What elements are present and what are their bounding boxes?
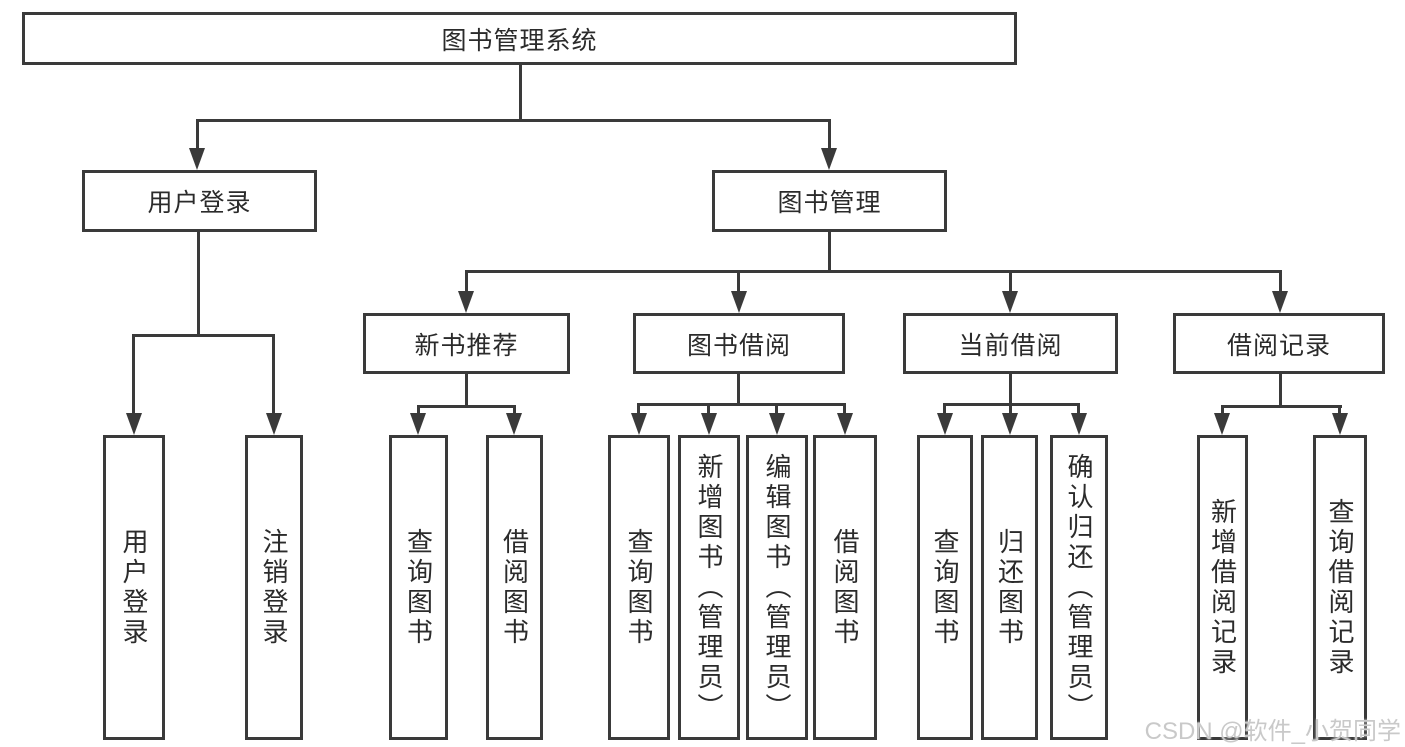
node-current-borrowing: 当前借阅 [903,313,1118,374]
leaf-confirm-return-admin: 确认归还（管理员） [1050,435,1108,740]
leaf-confirm-return-admin-label: 确认归还（管理员） [1064,452,1094,723]
connector-book-management-bus [465,270,1282,273]
arrow-down-icon-user-login [189,148,205,170]
node-book-management-label: 图书管理 [777,189,882,217]
connector-drop-leaf-search-current [943,403,946,415]
connector-drop-book-management [828,119,831,150]
leaf-borrow-books-recommend-label: 借阅图书 [499,527,530,648]
connector-drop-leaf-edit-books [775,403,778,415]
node-library-system-label: 图书管理系统 [441,26,598,55]
arrow-down-icon-leaf-search-borrowing [631,413,647,435]
connector-user-login-bus [132,334,275,337]
node-new-book-recommend-label: 新书推荐 [414,331,519,360]
leaf-user-login-label: 用户登录 [119,527,149,648]
arrow-down-icon-leaf-borrow-recommend [506,413,522,435]
connector-drop-leaf-search-record [1338,405,1341,415]
arrow-down-icon-leaf-borrow-books [837,413,853,435]
arrow-down-icon-leaf-return-books [1002,413,1018,435]
leaf-return-books-label: 归还图书 [994,527,1025,648]
connector-drop-book-borrowing [737,270,740,293]
leaf-add-borrow-record: 新增借阅记录 [1197,435,1248,740]
csdn-watermark: CSDN @软件_小贺同学 [1144,718,1401,745]
connector-new-book-recommend-stub [465,374,468,407]
arrow-down-icon-leaf-add-record [1214,413,1230,435]
arrow-down-icon-leaf-user-login [126,413,142,435]
node-current-borrowing-label: 当前借阅 [958,331,1063,360]
node-book-management: 图书管理 [712,170,947,232]
connector-drop-leaf-add-record [1221,405,1224,415]
arrow-down-icon-leaf-search-recommend [410,413,426,435]
connector-user-login-stub [197,232,200,337]
leaf-search-books-borrowing-label: 查询图书 [624,527,654,648]
leaf-search-books-recommend-label: 查询图书 [403,527,434,648]
leaf-search-borrow-record: 查询借阅记录 [1313,435,1367,740]
connector-drop-borrowing-records [1279,270,1282,293]
arrow-down-icon-leaf-add-books [701,413,717,435]
connector-drop-leaf-confirm-return [1077,403,1080,415]
leaf-search-books-current-label: 查询图书 [930,527,960,648]
arrow-down-icon-leaf-search-current [937,413,953,435]
leaf-borrow-books: 借阅图书 [813,435,877,740]
connector-drop-user-login [196,119,199,150]
connector-drop-current-borrowing [1009,270,1012,293]
leaf-return-books: 归还图书 [981,435,1038,740]
arrow-down-icon-book-management [821,148,837,170]
leaf-logout-label: 注销登录 [259,527,289,648]
leaf-user-login: 用户登录 [103,435,165,740]
connector-current-borrowing-stub [1009,374,1012,405]
connector-drop-new-book-recommend [465,270,468,293]
connector-root-bus [196,119,831,122]
node-user-login-label: 用户登录 [147,189,252,217]
connector-drop-leaf-search-borrowing [637,403,640,415]
arrow-down-icon-leaf-search-record [1332,413,1348,435]
connector-new-book-recommend-bus [417,405,516,408]
leaf-add-books-admin: 新增图书（管理员） [678,435,740,740]
connector-borrowing-records-stub [1279,374,1282,407]
connector-drop-leaf-borrow-books [843,403,846,415]
leaf-add-borrow-record-label: 新增借阅记录 [1207,497,1238,678]
connector-book-management-stub [828,232,831,273]
leaf-edit-books-admin: 编辑图书（管理员） [746,435,808,740]
leaf-add-books-admin-label: 新增图书（管理员） [694,452,724,723]
connector-drop-leaf-search-recommend [417,405,420,415]
leaf-search-borrow-record-label: 查询借阅记录 [1325,497,1355,678]
connector-root-stub [519,65,522,121]
connector-drop-leaf-borrow-recommend [513,405,516,415]
leaf-search-books-recommend: 查询图书 [389,435,448,740]
node-borrowing-records: 借阅记录 [1173,313,1385,374]
arrow-down-icon-leaf-logout [266,413,282,435]
connector-book-borrowing-bus [637,403,846,406]
node-library-system: 图书管理系统 [22,12,1017,65]
connector-drop-leaf-user-login [132,334,135,414]
node-new-book-recommend: 新书推荐 [363,313,570,374]
arrow-down-icon-new-book-recommend [458,291,474,313]
node-user-login: 用户登录 [82,170,317,232]
node-book-borrowing: 图书借阅 [633,313,845,374]
arrow-down-icon-borrowing-records [1272,291,1288,313]
connector-drop-leaf-return-books [1009,403,1012,415]
connector-drop-leaf-logout [272,334,275,414]
node-book-borrowing-label: 图书借阅 [686,331,791,360]
connector-book-borrowing-stub [737,374,740,405]
connector-borrowing-records-bus [1221,405,1342,408]
leaf-borrow-books-label: 借阅图书 [830,527,860,648]
leaf-search-books-current: 查询图书 [917,435,973,740]
leaf-borrow-books-recommend: 借阅图书 [486,435,543,740]
arrow-down-icon-current-borrowing [1002,291,1018,313]
node-borrowing-records-label: 借阅记录 [1226,331,1331,360]
arrow-down-icon-leaf-confirm-return [1071,413,1087,435]
arrow-down-icon-book-borrowing [731,291,747,313]
leaf-search-books-borrowing: 查询图书 [608,435,670,740]
leaf-logout: 注销登录 [245,435,303,740]
leaf-edit-books-admin-label: 编辑图书（管理员） [762,452,792,723]
arrow-down-icon-leaf-edit-books [769,413,785,435]
connector-drop-leaf-add-books [707,403,710,415]
